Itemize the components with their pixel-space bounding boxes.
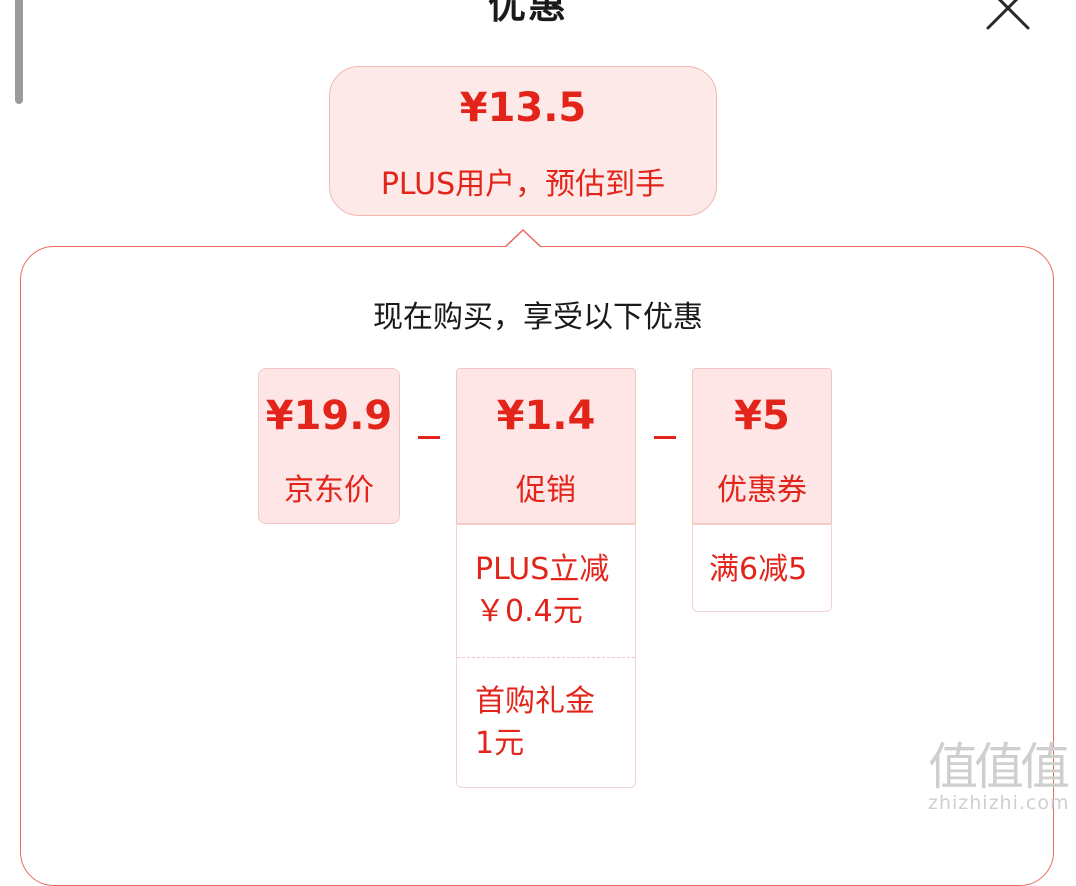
- promotion-detail-line2: 1元: [475, 726, 525, 761]
- promotion-card: ¥1.4 促销: [456, 368, 636, 524]
- promotion-detail-item: 首购礼金 1元: [475, 681, 625, 765]
- panel-pointer: [505, 229, 541, 248]
- promotion-detail-item: PLUS立减 ￥0.4元: [475, 549, 625, 633]
- watermark-url: zhizhizhi.com: [928, 792, 1070, 814]
- coupon-value: ¥5: [734, 393, 790, 439]
- promotion-detail-line1: 首购礼金: [475, 684, 595, 719]
- estimated-price-bubble: ¥13.5 PLUS用户，预估到手: [329, 66, 717, 216]
- promotion-detail-line2: ￥0.4元: [475, 594, 583, 629]
- sheet-title: 优惠: [488, 0, 569, 27]
- minus-operator: [418, 436, 440, 439]
- coupon-details: 满6减5: [692, 524, 832, 612]
- site-watermark: 值值值 zhizhizhi.com: [928, 738, 1070, 822]
- jd-price-label: 京东价: [284, 473, 374, 508]
- watermark-logo: 值值值: [928, 738, 1070, 796]
- promotion-label: 促销: [516, 473, 576, 508]
- coupon-card: ¥5 优惠券: [692, 368, 832, 524]
- promotion-value: ¥1.4: [496, 393, 596, 439]
- estimated-price-label: PLUS用户，预估到手: [380, 167, 666, 202]
- estimated-price: ¥13.5: [459, 85, 587, 131]
- coupon-detail-item: 满6减5: [709, 552, 808, 587]
- discount-heading: 现在购买，享受以下优惠: [373, 300, 703, 335]
- jd-price-card: ¥19.9 京东价: [258, 368, 400, 524]
- detail-divider: [457, 657, 635, 658]
- jd-price-value: ¥19.9: [265, 393, 393, 439]
- scrollbar-thumb[interactable]: [15, 0, 23, 104]
- minus-operator: [654, 436, 676, 439]
- promotion-detail-line1: PLUS立减: [475, 552, 610, 587]
- coupon-label: 优惠券: [717, 473, 807, 508]
- close-icon[interactable]: [986, 0, 1030, 30]
- promotion-details: PLUS立减 ￥0.4元 首购礼金 1元: [456, 524, 636, 788]
